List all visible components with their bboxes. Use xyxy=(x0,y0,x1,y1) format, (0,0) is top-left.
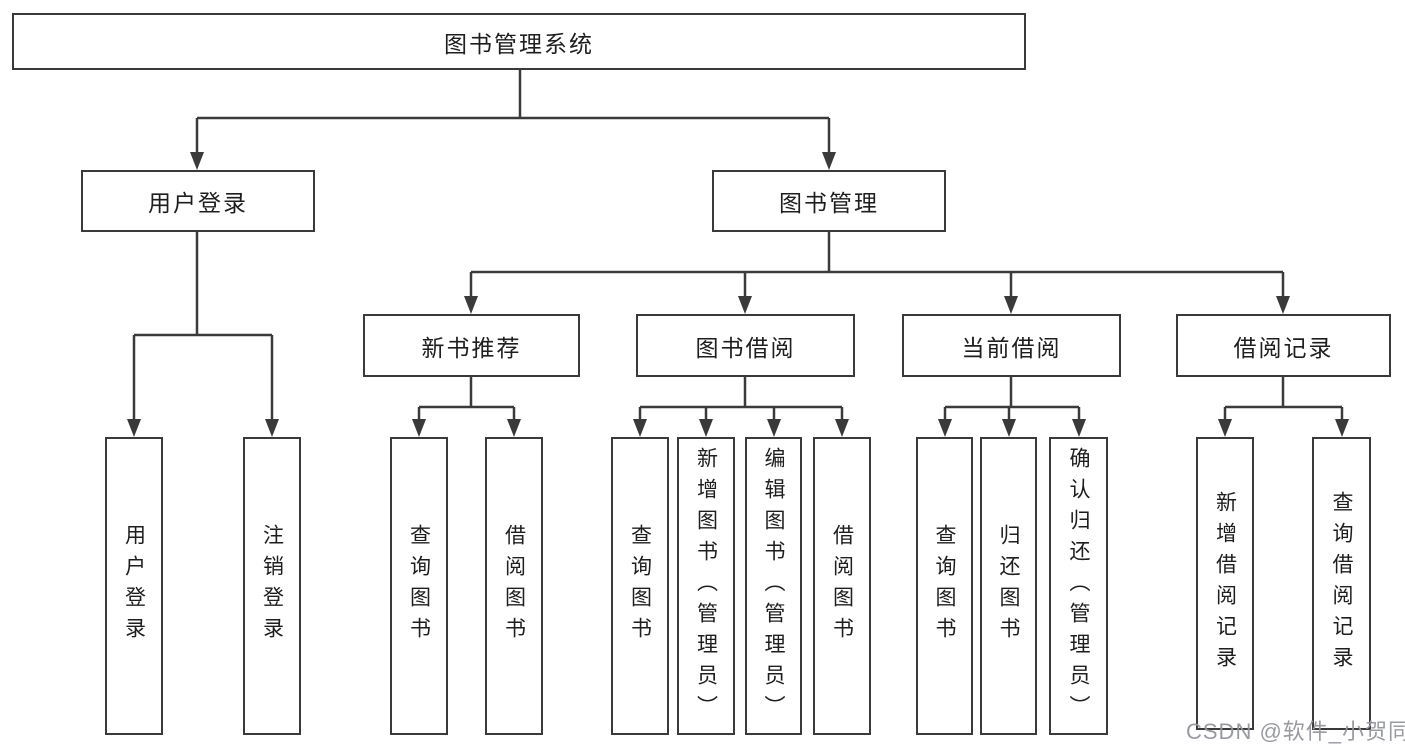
node-borrow-records-label: 借阅记录 xyxy=(1233,334,1334,361)
leaf-recommend-query-books: 查询图书 xyxy=(390,437,448,735)
leaf-current-query-books: 查询图书 xyxy=(916,437,973,735)
leaf-borrow-borrow-books: 借阅图书 xyxy=(813,437,871,735)
leaf-borrow-query-books: 查询图书 xyxy=(611,437,669,735)
leaf-current-return-books: 归还图书 xyxy=(980,437,1037,735)
node-current-borrow: 当前借阅 xyxy=(902,314,1121,377)
leaf-logout: 注销登录 xyxy=(243,437,301,735)
node-book-borrow: 图书借阅 xyxy=(636,314,855,377)
leaf-records-query-record-label: 查询借阅记录 xyxy=(1330,490,1353,677)
leaf-recommend-query-books-label: 查询图书 xyxy=(407,524,431,648)
node-user-login-label: 用户登录 xyxy=(148,190,248,216)
node-book-management-label: 图书管理 xyxy=(779,190,879,216)
node-book-borrow-label: 图书借阅 xyxy=(695,334,796,361)
leaf-records-add-record-label: 新增借阅记录 xyxy=(1213,490,1237,677)
node-borrow-records: 借阅记录 xyxy=(1176,314,1391,377)
node-root: 图书管理系统 xyxy=(12,13,1026,70)
leaf-records-add-record: 新增借阅记录 xyxy=(1196,437,1254,730)
leaf-current-return-books-label: 归还图书 xyxy=(997,524,1020,648)
leaf-current-confirm-return-admin-label: 确认归还（管理员） xyxy=(1067,446,1090,726)
leaf-borrow-edit-books-admin-label: 编辑图书（管理员） xyxy=(762,446,785,726)
leaf-records-query-record: 查询借阅记录 xyxy=(1312,437,1371,730)
node-root-label: 图书管理系统 xyxy=(444,30,594,57)
node-current-borrow-label: 当前借阅 xyxy=(961,334,1062,361)
leaf-borrow-add-books-admin: 新增图书（管理员） xyxy=(677,437,735,735)
connector-arrowheads xyxy=(127,152,1349,437)
leaf-borrow-add-books-admin-label: 新增图书（管理员） xyxy=(694,446,718,726)
leaf-current-query-books-label: 查询图书 xyxy=(933,524,956,648)
connector-edges xyxy=(132,70,1344,420)
node-user-login: 用户登录 xyxy=(81,170,315,232)
leaf-borrow-query-books-label: 查询图书 xyxy=(628,524,652,648)
leaf-recommend-borrow-books-label: 借阅图书 xyxy=(502,524,526,648)
leaf-logout-label: 注销登录 xyxy=(260,524,284,648)
leaf-current-confirm-return-admin: 确认归还（管理员） xyxy=(1049,437,1108,735)
node-new-book-recommend: 新书推荐 xyxy=(363,314,580,377)
leaf-user-login: 用户登录 xyxy=(105,437,163,735)
leaf-borrow-edit-books-admin: 编辑图书（管理员） xyxy=(745,437,802,735)
leaf-recommend-borrow-books: 借阅图书 xyxy=(485,437,543,735)
watermark: CSDN @软件_小贺同学 xyxy=(1186,719,1405,744)
node-new-book-recommend-label: 新书推荐 xyxy=(421,334,522,361)
leaf-user-login-label: 用户登录 xyxy=(122,524,146,648)
node-book-management: 图书管理 xyxy=(712,170,946,232)
leaf-borrow-borrow-books-label: 借阅图书 xyxy=(830,524,854,648)
